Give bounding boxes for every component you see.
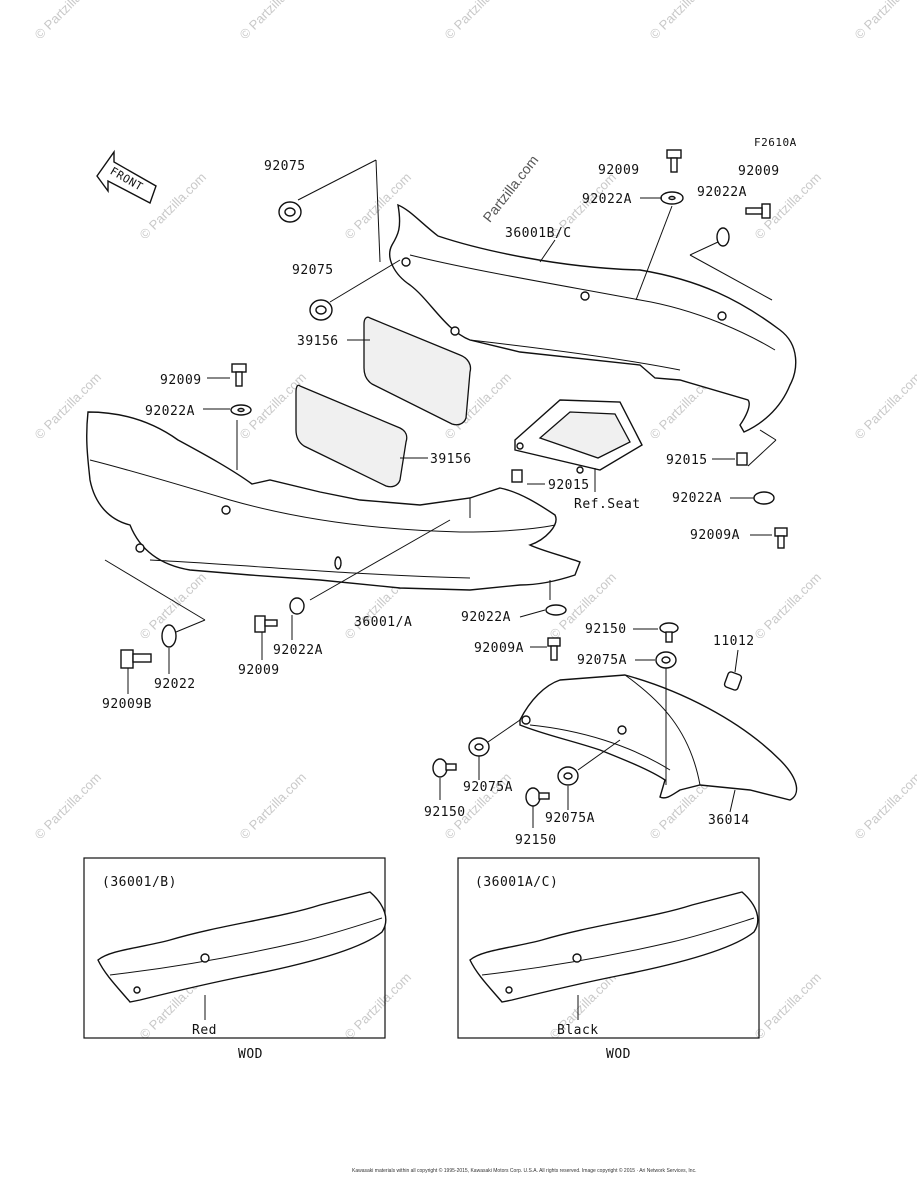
watermark-text: © Partzilla.com bbox=[342, 970, 415, 1043]
side-cover-36001BC bbox=[389, 203, 797, 433]
label-39156-mid: 39156 bbox=[430, 452, 472, 467]
washer-icon bbox=[545, 604, 567, 616]
center-watermark: Partzilla.com bbox=[480, 152, 542, 225]
inset-caption: WOD bbox=[238, 1047, 263, 1062]
rivet-icon bbox=[432, 758, 457, 778]
label-92022-low: 92022 bbox=[154, 677, 196, 692]
inset-title: (36001/B) bbox=[102, 875, 177, 890]
bolt-icon bbox=[745, 203, 771, 219]
inset-color-label: Red bbox=[192, 1023, 217, 1038]
pad-39156-top bbox=[363, 316, 472, 426]
rivet-icon bbox=[659, 622, 679, 643]
clip-icon bbox=[736, 452, 748, 466]
label-92015-center: 92015 bbox=[548, 478, 590, 493]
watermark-text: © Partzilla.com bbox=[752, 570, 825, 643]
label-92022A-left: 92022A bbox=[145, 404, 195, 419]
pad-39156-mid bbox=[295, 384, 408, 488]
washer-icon bbox=[289, 597, 305, 615]
label-36014: 36014 bbox=[708, 813, 750, 828]
grommet-icon bbox=[557, 766, 579, 786]
bolt-icon bbox=[774, 527, 788, 549]
label-92022A-r2: 92022A bbox=[672, 491, 722, 506]
inset-36001AC: (36001A/C) Black WOD bbox=[457, 857, 760, 1062]
label-92009-left: 92009 bbox=[160, 373, 202, 388]
hardware-group bbox=[120, 149, 788, 807]
watermark-text: © Partzilla.com bbox=[852, 770, 917, 843]
label-92015-right: 92015 bbox=[666, 453, 708, 468]
label-92075A-b: 92075A bbox=[545, 811, 595, 826]
washer-icon bbox=[753, 491, 775, 505]
grommet-icon bbox=[278, 201, 302, 223]
bolt-icon bbox=[231, 363, 247, 387]
washer-icon bbox=[161, 624, 177, 648]
washer-icon bbox=[660, 191, 684, 205]
label-92075A-top: 92075A bbox=[577, 653, 627, 668]
label-39156-top: 39156 bbox=[297, 334, 339, 349]
inset-frame bbox=[457, 857, 760, 1039]
label-92009-right: 92009 bbox=[738, 164, 780, 179]
inset-title: (36001A/C) bbox=[475, 875, 558, 890]
label-92022A-top: 92022A bbox=[582, 192, 632, 207]
figure-code: F2610A bbox=[754, 136, 797, 149]
label-92009B: 92009B bbox=[102, 697, 152, 712]
bolt-icon bbox=[547, 637, 561, 661]
grommet-icon bbox=[468, 737, 490, 757]
label-92150-l: 92150 bbox=[424, 805, 466, 820]
inset-36001B: (36001/B) Red WOD bbox=[83, 857, 387, 1062]
bolt-icon bbox=[666, 149, 682, 173]
leader-lines bbox=[104, 159, 777, 828]
seat-ref-bracket bbox=[514, 399, 643, 474]
watermark-text: © Partzilla.com bbox=[32, 0, 105, 42]
grommet-icon bbox=[655, 651, 677, 669]
inset-caption: WOD bbox=[606, 1047, 631, 1062]
label-36001BC: 36001B/C bbox=[505, 226, 572, 241]
grommet-icon bbox=[309, 299, 333, 321]
label-36001A: 36001/A bbox=[354, 615, 412, 630]
clip-icon bbox=[511, 469, 523, 483]
label-11012: 11012 bbox=[713, 634, 755, 649]
watermark-text: © Partzilla.com bbox=[647, 0, 720, 42]
label-92009-low: 92009 bbox=[238, 663, 280, 678]
label-92022A-right: 92022A bbox=[697, 185, 747, 200]
label-92075-top: 92075 bbox=[264, 159, 306, 174]
side-cover-36001A bbox=[86, 411, 581, 591]
part-labels: 92075 92075 39156 92009 92022A 39156 360… bbox=[102, 159, 780, 848]
label-92009-top: 92009 bbox=[598, 163, 640, 178]
label-92022A-c: 92022A bbox=[461, 610, 511, 625]
watermark-text: © Partzilla.com bbox=[237, 0, 310, 42]
label-92009A-r: 92009A bbox=[690, 528, 740, 543]
label-92022A-low: 92022A bbox=[273, 643, 323, 658]
label-ref-seat: Ref.Seat bbox=[574, 497, 641, 512]
washer-icon bbox=[716, 227, 730, 247]
watermark-text: © Partzilla.com bbox=[442, 0, 515, 42]
inset-color-label: Black bbox=[557, 1023, 599, 1038]
washer-icon bbox=[230, 404, 252, 416]
watermark-text: © Partzilla.com bbox=[852, 370, 917, 443]
footer-copyright: Kawasaki materials within all copyright … bbox=[352, 1167, 696, 1174]
watermark-text: © Partzilla.com bbox=[237, 770, 310, 843]
label-92009A-c: 92009A bbox=[474, 641, 524, 656]
label-92150-top: 92150 bbox=[585, 622, 627, 637]
label-92075-mid: 92075 bbox=[292, 263, 334, 278]
watermark-text: © Partzilla.com bbox=[32, 770, 105, 843]
rivet-icon bbox=[525, 787, 550, 807]
label-92075A-l: 92075A bbox=[463, 780, 513, 795]
bolt-icon bbox=[120, 649, 152, 669]
cover-36014 bbox=[519, 671, 798, 801]
label-92150-b: 92150 bbox=[515, 833, 557, 848]
watermark-text: © Partzilla.com bbox=[852, 0, 917, 42]
front-arrow-icon: FRONT bbox=[96, 149, 157, 204]
bolt-icon bbox=[254, 615, 278, 633]
inset-frame bbox=[83, 857, 386, 1039]
watermark-text: © Partzilla.com bbox=[752, 970, 825, 1043]
